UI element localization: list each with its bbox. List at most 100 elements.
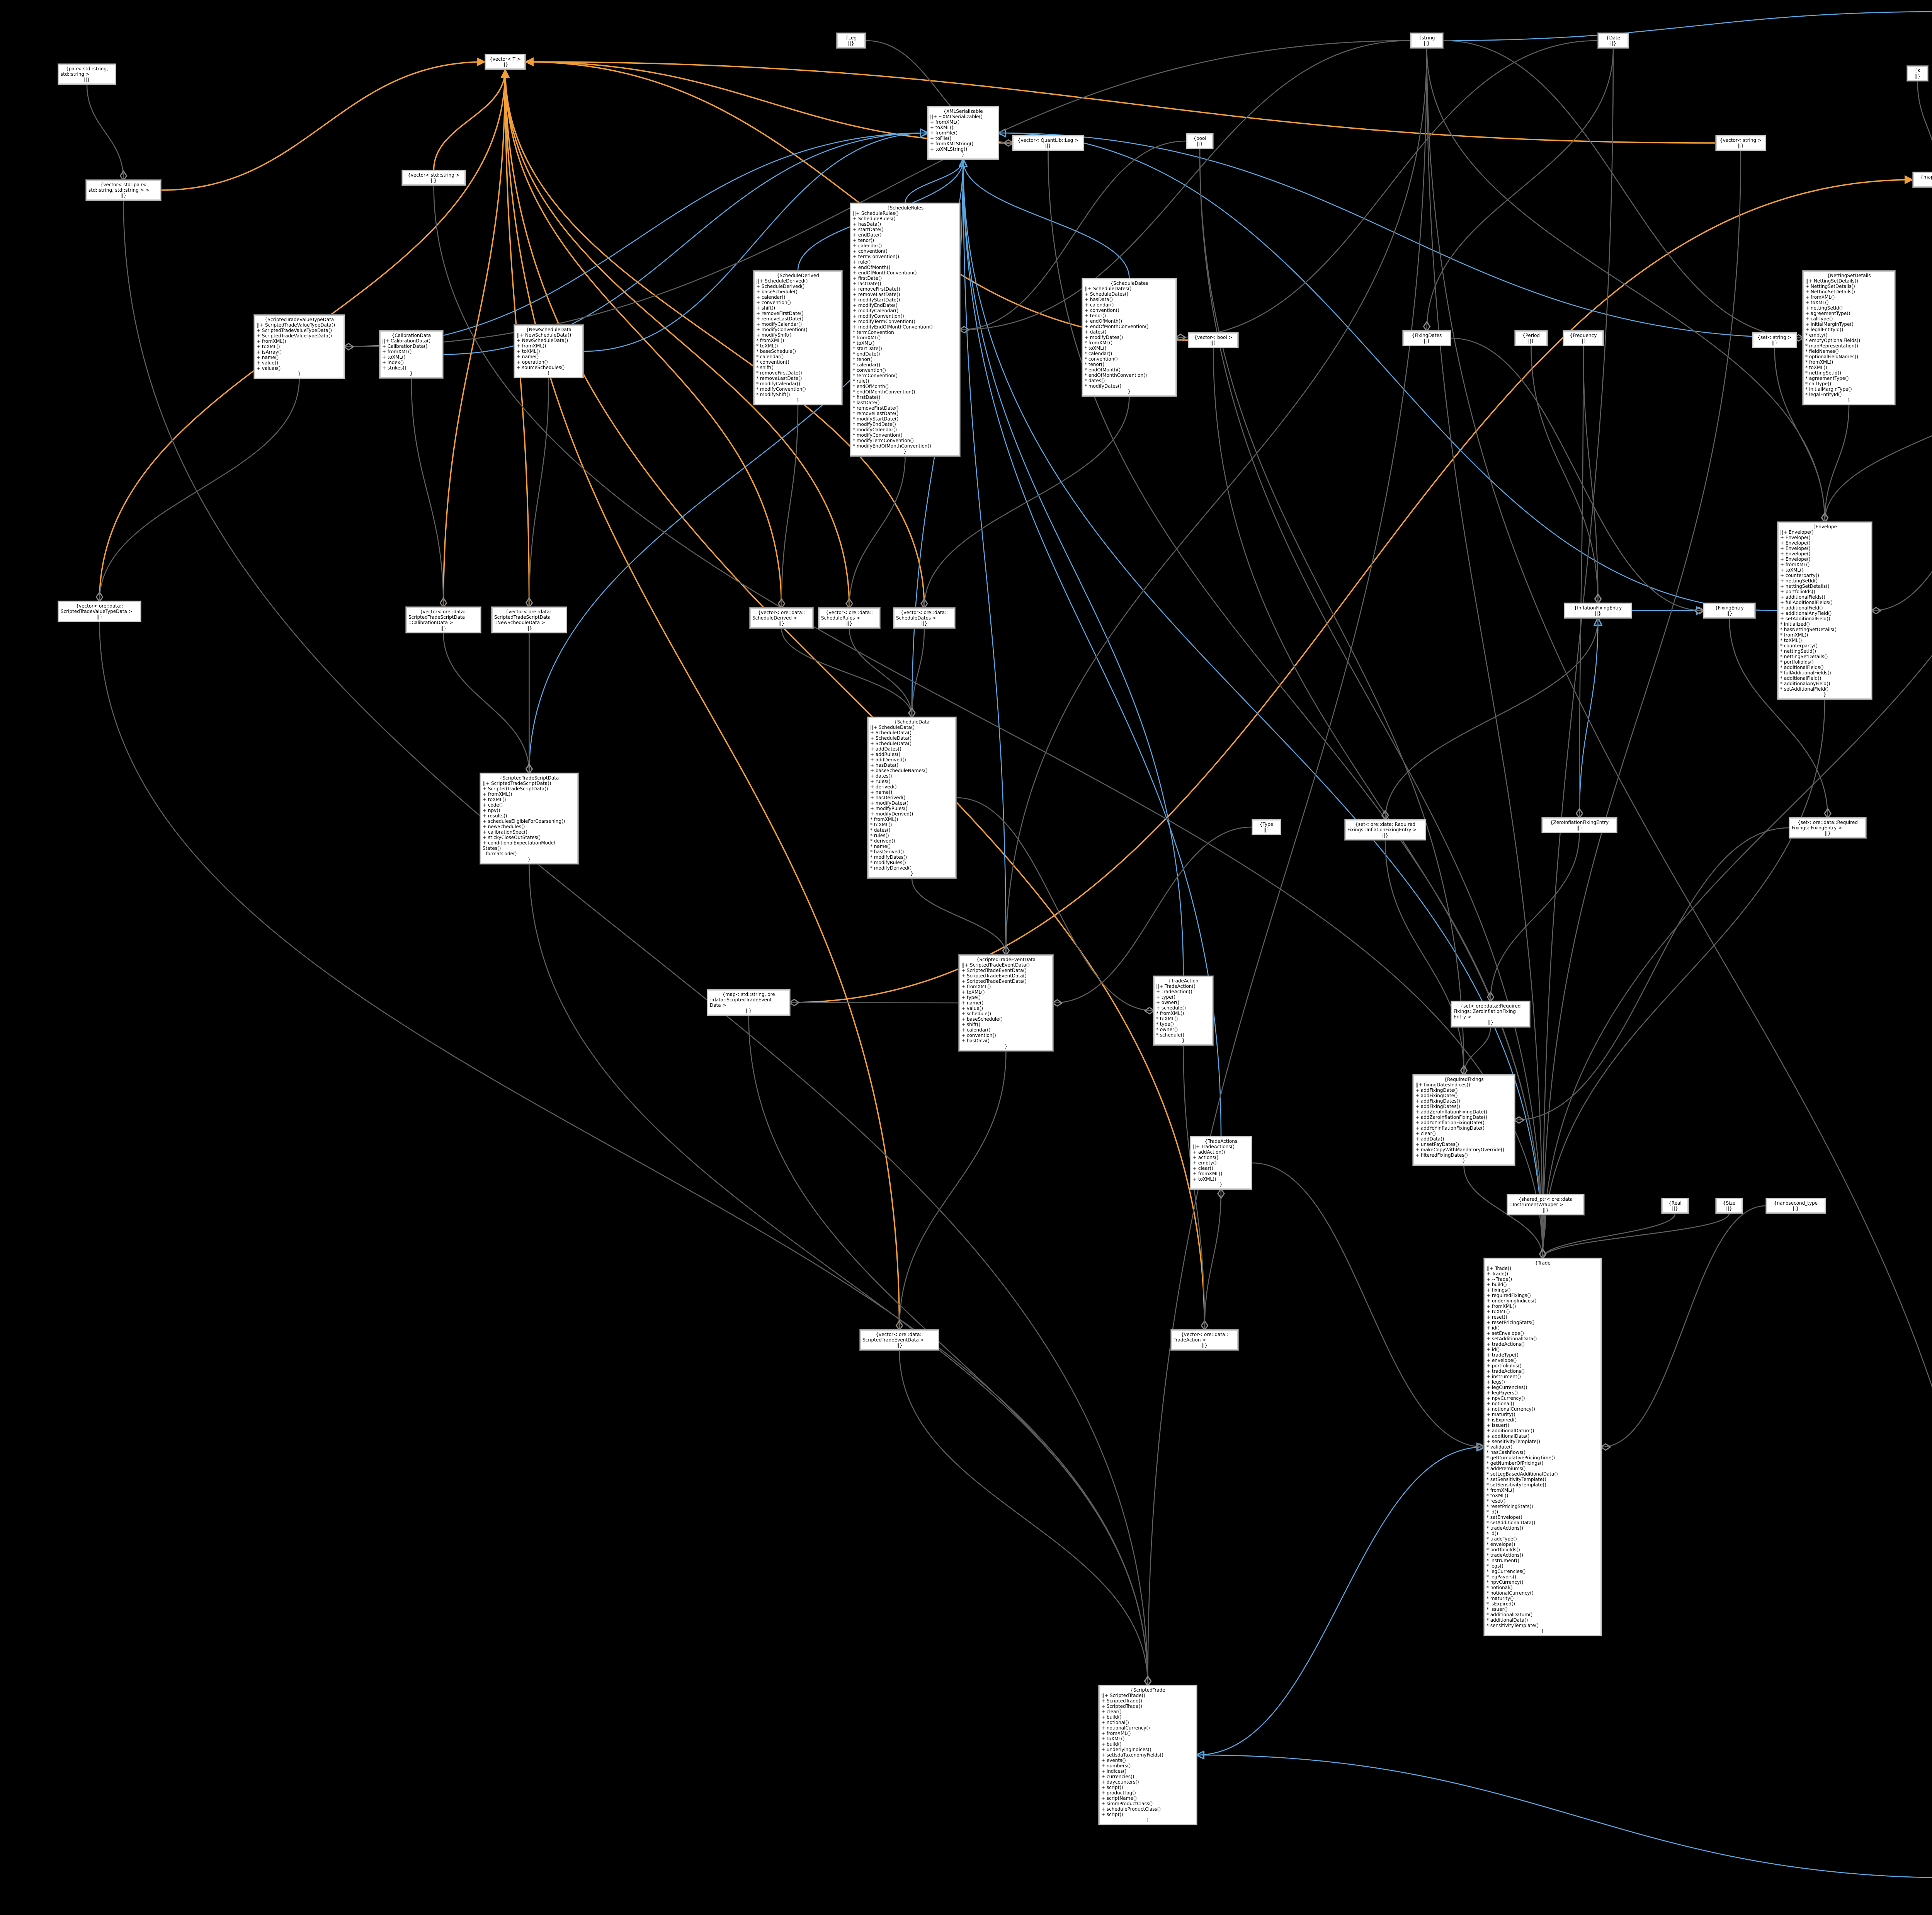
node-member: * fromXML() bbox=[870, 817, 898, 822]
node-vector_string[interactable]: {vector< string >||} bbox=[1716, 135, 1766, 151]
node-member: + toXML() bbox=[257, 344, 280, 349]
node-inflation_fixing_entry[interactable]: {InflationFixingEntry||} bbox=[1564, 603, 1632, 618]
node-schedule_dates[interactable]: {ScheduleDates||+ ScheduleDates()+ Sched… bbox=[1082, 278, 1177, 397]
edge-vector_schedule_dates-vector_t bbox=[500, 68, 925, 608]
node-vector_pair_ss[interactable]: {vector< std::pair<std::string, std::str… bbox=[86, 180, 161, 201]
node-member: * notional() bbox=[1486, 1585, 1513, 1590]
node-member: + addFixingDates() bbox=[1415, 1104, 1460, 1109]
node-member: + calendar() bbox=[756, 294, 786, 300]
node-member: + conditionalExpectationModel bbox=[483, 840, 555, 846]
node-member: + numbers() bbox=[1101, 1763, 1131, 1769]
node-vector_t[interactable]: {vector< T >||} bbox=[485, 54, 526, 70]
node-schedule_rules[interactable]: {ScheduleRules||+ ScheduleRules()+ Sched… bbox=[850, 203, 960, 456]
node-pair_ss[interactable]: {pair< std::string,std::string >||} bbox=[58, 64, 116, 85]
node-member: + fromFile() bbox=[930, 130, 958, 136]
node-period[interactable]: {Period||} bbox=[1515, 330, 1548, 346]
node-member: + modifyConvention() bbox=[853, 313, 904, 319]
node-vector_schedule_dates[interactable]: {vector< ore::data::ScheduleDates >||} bbox=[893, 608, 955, 628]
node-member: + nettingSetDetails() bbox=[1780, 584, 1830, 589]
node-member: * setSensitivityTemplate() bbox=[1486, 1477, 1546, 1482]
node-trade[interactable]: {Trade||+ Trade()+ Trade()+ ~Trade()+ bu… bbox=[1484, 1258, 1602, 1636]
node-leg[interactable]: {Leg||} bbox=[837, 33, 866, 48]
node-member: + tenor() bbox=[853, 238, 874, 243]
node-member: * modifyRules() bbox=[870, 860, 906, 865]
node-member: * schedule() bbox=[1156, 1032, 1184, 1038]
edge-scripted_trade-trade bbox=[1197, 1447, 1484, 1756]
node-date[interactable]: {Date||} bbox=[1598, 33, 1629, 48]
node-set_string[interactable]: {set< string >||} bbox=[1752, 332, 1797, 348]
node-member: + TradeAction() bbox=[1156, 989, 1192, 994]
node-map_string_sted[interactable]: {map< std::string, ore::data::ScriptedTr… bbox=[707, 989, 790, 1016]
node-title: {map< K, T > bbox=[1920, 174, 1932, 180]
node-fixing_dates[interactable]: {FixingDates||} bbox=[1403, 330, 1451, 346]
node-scripted_trade[interactable]: {ScriptedTrade||+ ScriptedTrade()+ Scrip… bbox=[1099, 1685, 1197, 1825]
node-member: + setIsdaTaxonomyFields() bbox=[1101, 1752, 1163, 1758]
node-title: {Period bbox=[1522, 333, 1540, 338]
node-bool[interactable]: {bool||} bbox=[1186, 133, 1213, 149]
node-shared_ptr_iw[interactable]: {shared_ptr< ore::data::InstrumentWrappe… bbox=[1507, 1194, 1584, 1215]
node-real[interactable]: {Real||} bbox=[1662, 1198, 1689, 1214]
node-nanosecond_type[interactable]: {nanosecond_type||} bbox=[1766, 1198, 1826, 1214]
node-member: + currencies() bbox=[1101, 1774, 1134, 1779]
node-type[interactable]: {Type||} bbox=[1252, 819, 1281, 835]
node-member: + modifyTermConvention() bbox=[853, 319, 915, 324]
node-vector_bool[interactable]: {vector< bool >||} bbox=[1188, 332, 1238, 348]
node-title: {set< ore::data::Required bbox=[1355, 822, 1415, 827]
node-frequency[interactable]: {Frequency||} bbox=[1563, 330, 1604, 346]
node-member: * additionalData() bbox=[1486, 1617, 1528, 1623]
node-map_kt[interactable]: {map< K, T >||} bbox=[1913, 172, 1932, 187]
edge-schedule_dates-xmlserializable bbox=[963, 160, 1130, 279]
node-vector_sted[interactable]: {vector< ore::data::ScriptedTradeEventDa… bbox=[860, 1329, 939, 1350]
node-fixing_entry[interactable]: {FixingEntry||} bbox=[1703, 603, 1755, 618]
node-sted[interactable]: {ScriptedTradeEventData||+ ScriptedTrade… bbox=[959, 955, 1053, 1051]
node-vector_trade_action[interactable]: {vector< ore::data::TradeAction >||} bbox=[1171, 1329, 1238, 1350]
node-member: * shift() bbox=[756, 365, 774, 370]
node-member: ||} bbox=[1726, 1206, 1732, 1211]
node-member: + ScriptedTradeScriptData() bbox=[483, 786, 548, 792]
node-member: + toXML() bbox=[1780, 567, 1804, 573]
node-member: * setAdditionalField() bbox=[1780, 686, 1829, 692]
node-trade_actions[interactable]: {TradeActions||+ TradeActions()+ addActi… bbox=[1190, 1136, 1252, 1190]
edge-required_fixings-trade bbox=[1463, 1165, 1543, 1258]
node-vector_calibration[interactable]: {vector< ore::data::ScriptedTradeScriptD… bbox=[406, 607, 481, 633]
node-size[interactable]: {Size||} bbox=[1716, 1198, 1743, 1214]
node-member: * tenor() bbox=[1085, 362, 1105, 367]
node-member: * hasCashflows() bbox=[1486, 1450, 1526, 1455]
node-member: * modifyDates() bbox=[1085, 383, 1122, 389]
node-member: * id() bbox=[1486, 1531, 1498, 1536]
node-zero_inflation_fe[interactable]: {ZeroInflationFixingEntry||} bbox=[1542, 817, 1617, 833]
node-envelope[interactable]: {Envelope||+ Envelope()+ Envelope()+ Env… bbox=[1777, 522, 1872, 700]
node-trade_action[interactable]: {TradeAction||+ TradeAction()+ TradeActi… bbox=[1153, 976, 1213, 1045]
node-schedule_data[interactable]: {ScheduleData||+ ScheduleData()+ Schedul… bbox=[867, 717, 956, 878]
node-new_schedule_data[interactable]: {NewScheduleData||+ NewScheduleData()+ N… bbox=[514, 325, 583, 378]
node-vector_ql_leg[interactable]: {vector< QuantLib::Leg >||} bbox=[1012, 135, 1084, 151]
edge-vector_schedule_dates-schedule_data bbox=[912, 628, 925, 717]
node-vector_schedule_rules[interactable]: {vector< ore::data::ScheduleRules >||} bbox=[818, 608, 880, 628]
node-string[interactable]: {string||} bbox=[1410, 33, 1443, 48]
node-member: + setEnvelope() bbox=[1486, 1331, 1524, 1336]
node-calibration_data[interactable]: {CalibrationData||+ CalibrationData()+ C… bbox=[379, 330, 443, 378]
node-vector_schedule_derived[interactable]: {vector< ore::data::ScheduleDerived >||} bbox=[750, 608, 813, 628]
node-vector_stdstring[interactable]: {vector< std::string >||} bbox=[402, 170, 466, 186]
edge-trade_actions-trade bbox=[1252, 1162, 1484, 1447]
node-title: {vector< bool > bbox=[1194, 335, 1233, 340]
node-member: * issuer() bbox=[1486, 1607, 1508, 1612]
node-vector_stvtd[interactable]: {vector< ore::data::ScriptedTradeValueTy… bbox=[58, 601, 141, 622]
node-xmlserializable[interactable]: {XMLSerializable||+ ~XMLSerializable()+ … bbox=[927, 106, 999, 160]
edge-string-autocallable bbox=[1426, 48, 1932, 1388]
node-schedule_derived[interactable]: {ScheduleDerived||+ ScheduleDerived()+ S… bbox=[753, 271, 842, 405]
node-stvtd[interactable]: {ScriptedTradeValueTypeData||+ ScriptedT… bbox=[254, 315, 345, 379]
node-vector_newschedule[interactable]: {vector< ore::data::ScriptedTradeScriptD… bbox=[492, 607, 567, 633]
node-sts_data[interactable]: {ScriptedTradeScriptData||+ ScriptedTrad… bbox=[480, 773, 578, 864]
node-title: {InflationFixingEntry bbox=[1574, 605, 1622, 611]
node-member: * owner() bbox=[1156, 1027, 1178, 1032]
node-member: + index() bbox=[382, 360, 404, 365]
node-member: ||} bbox=[1580, 338, 1587, 344]
node-member: + endOfMonthConvention() bbox=[853, 270, 917, 276]
node-required_fixings[interactable]: {RequiredFixings||+ fixingDatesIndices()… bbox=[1413, 1074, 1515, 1166]
node-k[interactable]: {K||} bbox=[1907, 66, 1928, 81]
node-netting_set_details[interactable]: {NettingSetDetails||+ NettingSetDetails(… bbox=[1803, 271, 1895, 405]
